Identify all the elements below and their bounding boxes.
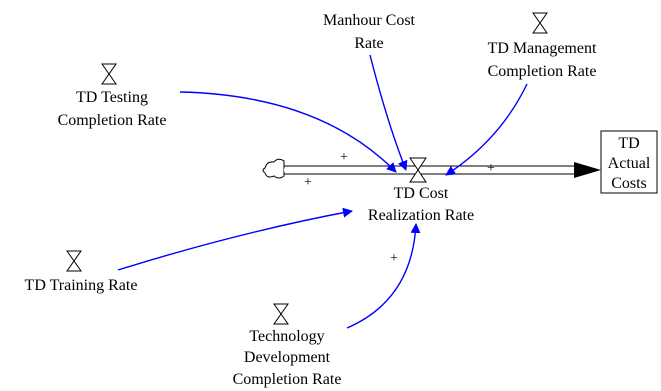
cloud-source-icon [262,158,285,179]
testing-hourglass-icon [101,63,117,85]
management-hourglass-icon [532,12,548,34]
link-management-to-flow[interactable] [445,83,528,176]
techdev-label-line1: Technology [249,328,324,345]
manhour-label-line1: Manhour Cost [323,12,416,29]
training-label: TD Training Rate [25,277,138,294]
management-label-line2: Completion Rate [488,63,597,80]
manhour-label-line2: Rate [354,35,383,52]
stock-label-line1: TD [618,135,639,152]
testing-label-line1: TD Testing [76,89,148,106]
polarity-training: + [304,175,312,190]
testing-label-line2: Completion Rate [58,112,167,129]
polarity-techdev: + [390,251,398,266]
techdev-label-line2: Development [244,349,331,366]
stock-box[interactable] [600,130,658,194]
flow-valve-icon[interactable] [409,157,427,183]
link-manhour-to-flow[interactable] [369,54,408,171]
techdev-hourglass-icon [273,303,289,325]
polarity-outflow: + [487,161,495,176]
training-hourglass-icon [66,250,82,272]
polarity-testing: + [340,150,348,165]
techdev-label-line3: Completion Rate [233,371,342,388]
flow-arrowhead [574,162,601,178]
link-testing-to-flow[interactable] [179,91,397,173]
link-techdev-to-flow[interactable] [346,223,421,329]
stock-label-line3: Costs [611,175,647,192]
flow-label-line2: Realization Rate [368,207,474,224]
management-label-line1: TD Management [488,40,597,57]
link-training-to-flow[interactable] [117,207,353,271]
flow-pipe [284,165,580,175]
stock-label-line2: Actual [608,155,651,172]
flow-label-line1: TD Cost [394,185,449,202]
